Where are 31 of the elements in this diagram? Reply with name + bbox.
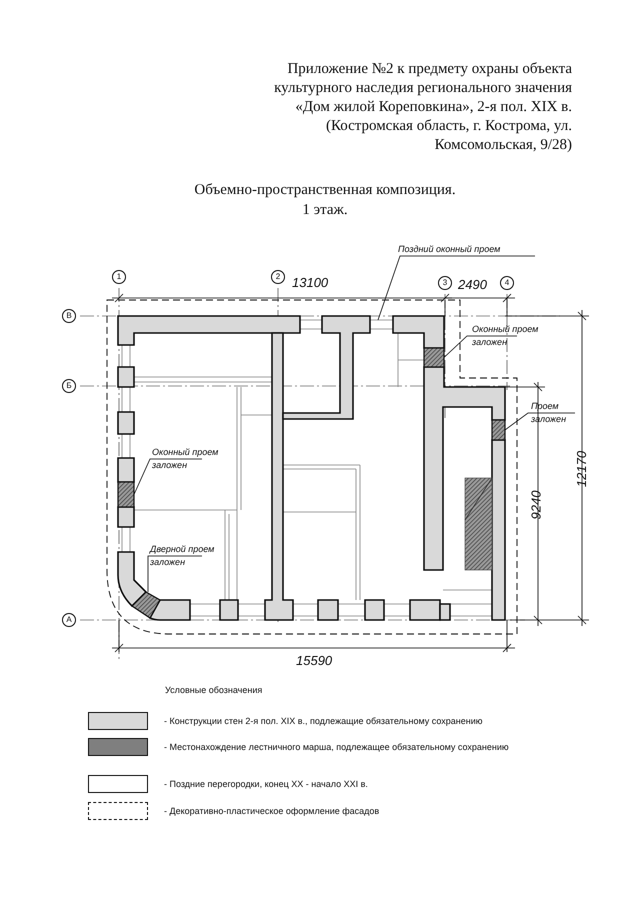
leader-line: [444, 336, 518, 358]
bricked-opening: [491, 419, 506, 441]
callout-text: Дверной проем заложен: [150, 543, 220, 569]
callout-text: Оконный проем заложен: [472, 323, 542, 349]
legend-text: - Местонахождение лестничного марша, подлежащее обязательному сохранению: [164, 741, 509, 753]
leader-line: [378, 256, 536, 320]
legend-text: - Поздние перегородки, конец XX - начало XXI в.: [164, 778, 368, 790]
callout-text: Поздний оконный проем: [398, 243, 518, 256]
legend-text: - Конструкции стен 2-я пол. XIX в., подлежащие обязательному сохранению: [164, 715, 482, 727]
axis-marker: В: [62, 309, 76, 323]
leader-line: [148, 556, 202, 592]
dimension-label: 13100: [292, 276, 328, 290]
axis-marker: 2: [271, 270, 285, 284]
bricked-opening: [131, 591, 161, 619]
axis-marker: 3: [438, 276, 452, 290]
title: Объемно-пространственная композиция. 1 этаж.: [193, 181, 457, 220]
bricked-opening: [117, 481, 135, 508]
legend-text: - Декоративно-пластическое оформление фасадов: [164, 805, 380, 817]
axis-marker: 1: [112, 270, 126, 284]
legend-heading: Условные обозначения: [165, 684, 262, 696]
callout-text: Оконный проем заложен: [152, 446, 222, 472]
annex-header: Приложение №2 к предмету охраны объекта культурного наследия регионального значения «Дом жилой Кореповкина», 2-я пол. XIX в. (Костромская область, г. Кострома, ул. Комсомольская, 9/28): [273, 60, 572, 155]
bricked-opening: [423, 347, 445, 368]
leader-line: [134, 458, 202, 495]
dimension-label: 2490: [458, 278, 487, 292]
axis-marker: А: [62, 613, 76, 627]
dimension-label: 12170: [575, 450, 590, 488]
axis-marker: Б: [62, 379, 76, 393]
dimension-label: 9240: [529, 490, 544, 520]
axis-marker: 4: [500, 276, 514, 290]
dimension-label: 15590: [296, 654, 332, 668]
